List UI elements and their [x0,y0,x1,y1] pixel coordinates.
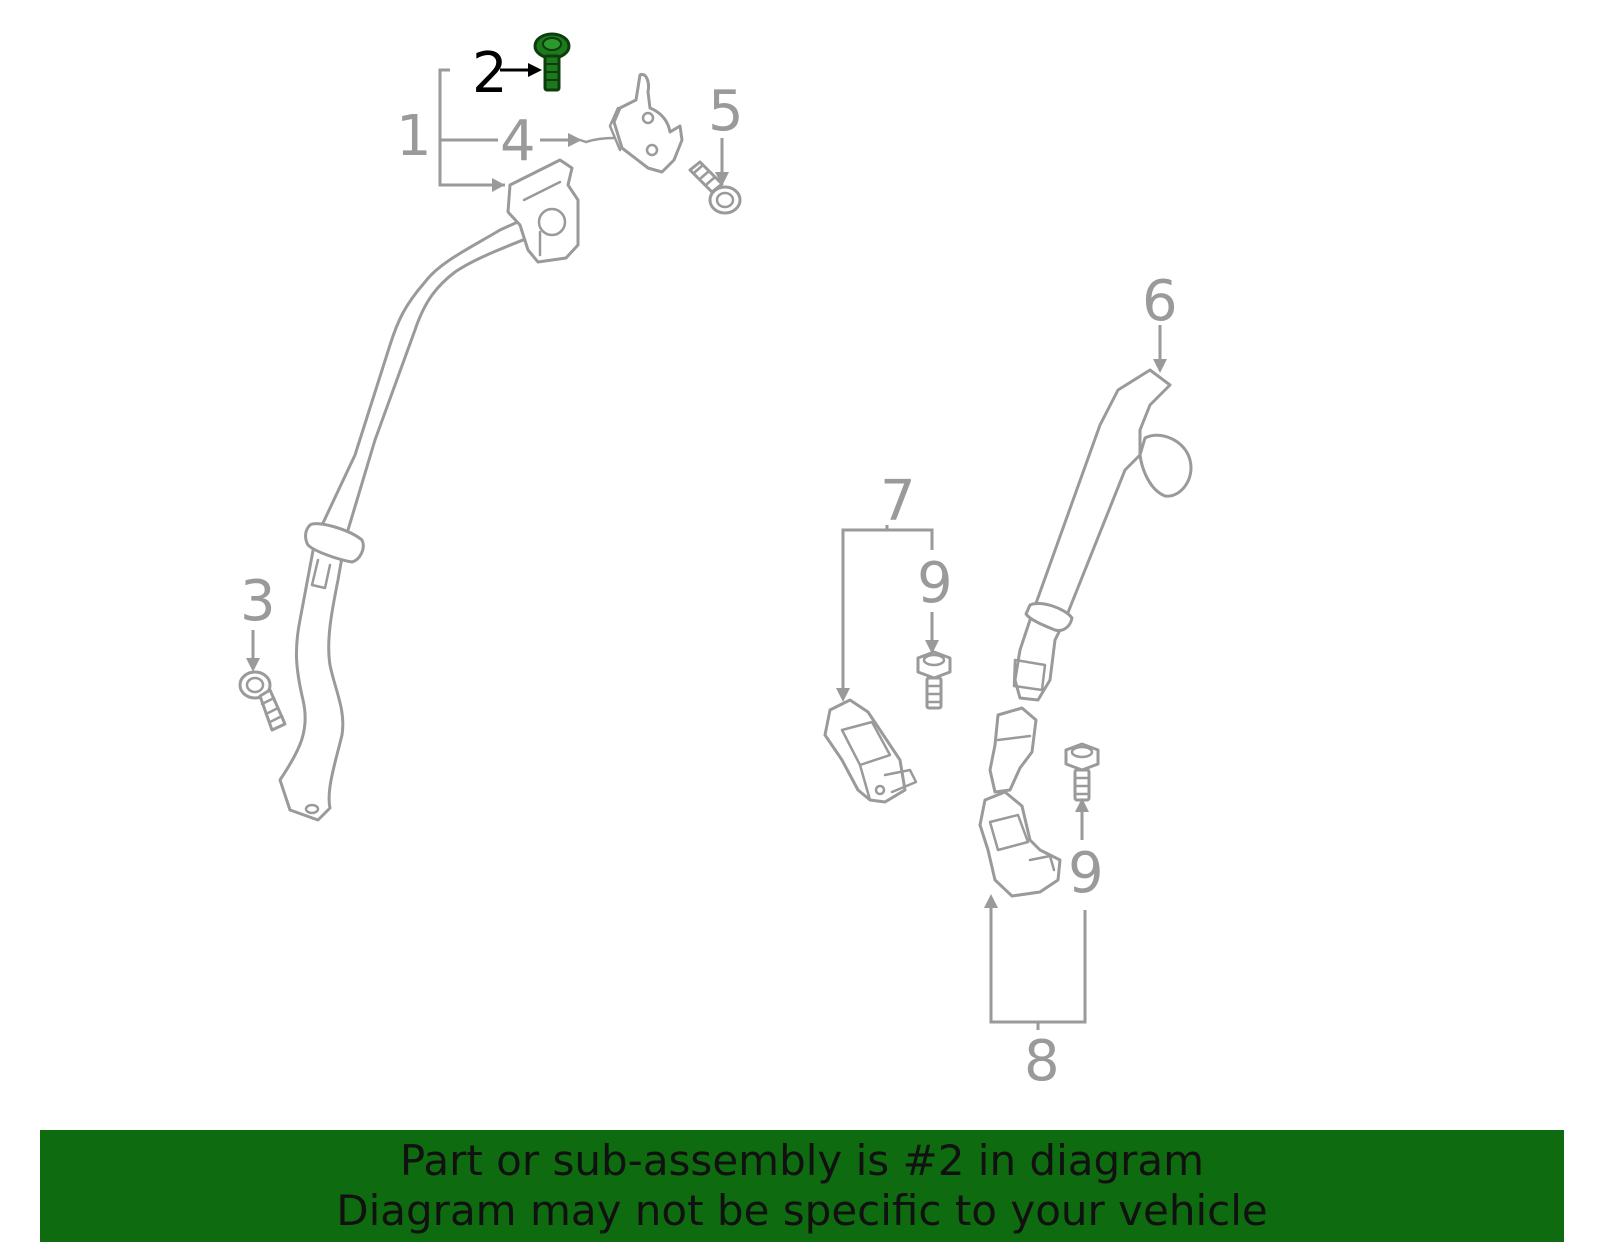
info-banner: Part or sub-assembly is #2 in diagram Di… [40,1130,1564,1242]
buckle-assembly-part-8[interactable] [978,706,1062,898]
callout-7: 7 [880,469,916,534]
callout-6: 6 [1142,269,1178,334]
bolt-part-9-upper[interactable] [916,650,952,710]
seat-belt-assembly-right[interactable] [1012,368,1193,702]
callout-9-lower: 9 [1068,841,1104,906]
callout-5: 5 [708,79,744,144]
callout-1: 1 [396,104,432,169]
buckle-assembly-part-7[interactable] [823,698,918,804]
bolt-part-3[interactable] [238,670,287,732]
callout-8: 8 [1024,1029,1060,1094]
banner-line-disclaimer: Diagram may not be specific to your vehi… [336,1186,1268,1235]
bolt-part-5[interactable] [688,160,742,215]
bolt-part-2-highlighted[interactable] [533,32,571,92]
banner-line-part-note: Part or sub-assembly is #2 in diagram [399,1136,1205,1185]
retractor-bracket[interactable] [578,73,684,174]
callout-4: 4 [500,109,536,174]
leader-lines [246,68,1167,1030]
bolt-part-9-lower[interactable] [1064,742,1100,802]
leader-part-2 [500,63,542,77]
callout-3: 3 [240,569,276,634]
seat-belt-assembly-left[interactable] [278,158,580,822]
callout-9-upper: 9 [917,551,953,616]
callout-2: 2 [472,41,508,106]
